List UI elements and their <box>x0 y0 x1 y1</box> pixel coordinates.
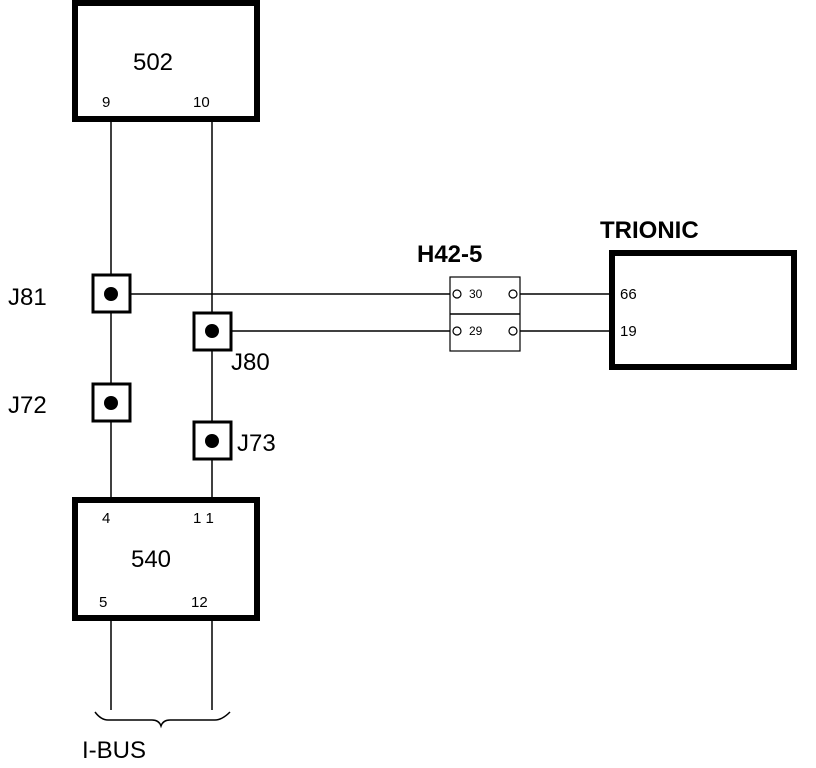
junction-j72-label: J72 <box>8 392 47 419</box>
junction-j73-pin <box>205 434 219 448</box>
junction-j72: J72 <box>8 382 132 423</box>
connector-h42-label: H42-5 <box>417 241 482 268</box>
connector-h42-pin-29: 29 <box>469 324 483 338</box>
module-502-pin-10: 10 <box>193 94 210 111</box>
junction-j80-label: J80 <box>231 349 270 376</box>
bus-brace <box>94 711 231 729</box>
junction-j81-pin <box>104 287 118 301</box>
module-trionic-pin-19: 19 <box>620 323 637 340</box>
module-540: 4 1 1 540 5 12 <box>72 497 260 621</box>
junction-j73: J73 <box>192 420 276 461</box>
module-540-pin-12: 12 <box>191 594 208 611</box>
module-502-label: 502 <box>133 49 173 76</box>
module-540-pin-4: 4 <box>102 510 110 527</box>
connector-h42-pin-30: 30 <box>469 287 483 301</box>
junction-j72-pin <box>104 396 118 410</box>
module-trionic: TRIONIC 66 19 <box>600 217 797 370</box>
module-502-pin-9: 9 <box>102 94 110 111</box>
module-540-label: 540 <box>131 546 171 573</box>
module-trionic-label: TRIONIC <box>600 217 699 244</box>
junction-j81: J81 <box>8 273 132 314</box>
junction-j80-pin <box>205 324 219 338</box>
junction-j73-label: J73 <box>237 430 276 457</box>
junction-j80: J80 <box>192 311 270 376</box>
connector-h42-5: 30 29 H42-5 <box>417 241 521 352</box>
bus-label: I-BUS <box>82 737 146 764</box>
junction-j81-label: J81 <box>8 284 47 311</box>
module-540-pin-11: 1 1 <box>193 510 214 527</box>
module-502: 502 9 10 <box>72 0 260 122</box>
module-trionic-pin-66: 66 <box>620 286 637 303</box>
module-540-pin-5: 5 <box>99 594 107 611</box>
